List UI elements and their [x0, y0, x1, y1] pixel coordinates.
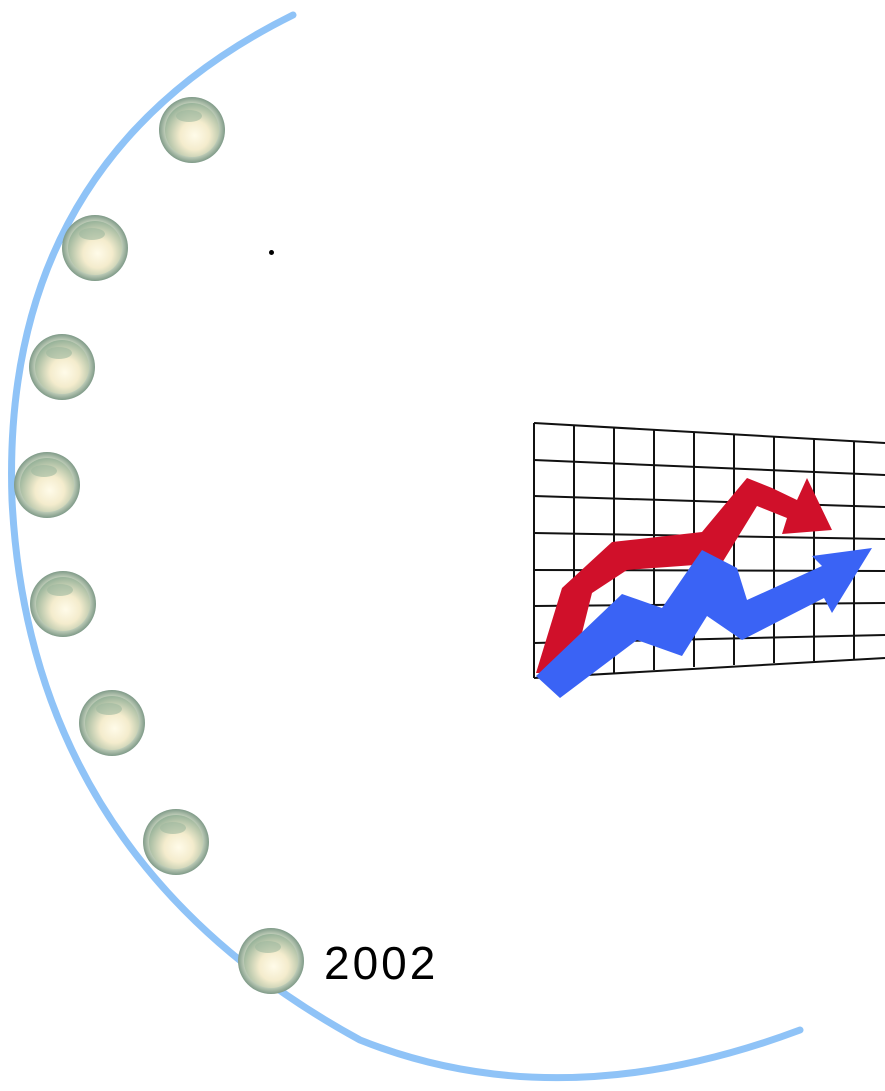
timeline-bullet[interactable] — [29, 570, 97, 638]
timeline-bullet[interactable] — [158, 96, 226, 164]
small-dot-marker — [269, 250, 274, 255]
timeline-bullet[interactable] — [237, 927, 305, 995]
timeline-bullet[interactable] — [61, 214, 129, 282]
year-label: 2002 — [324, 937, 439, 989]
timeline-bullet[interactable] — [13, 451, 81, 519]
timeline-bullet[interactable] — [78, 689, 146, 757]
timeline-bullet[interactable] — [28, 333, 96, 401]
rising-trend-chart-icon — [533, 422, 885, 698]
timeline-bullet[interactable] — [142, 808, 210, 876]
